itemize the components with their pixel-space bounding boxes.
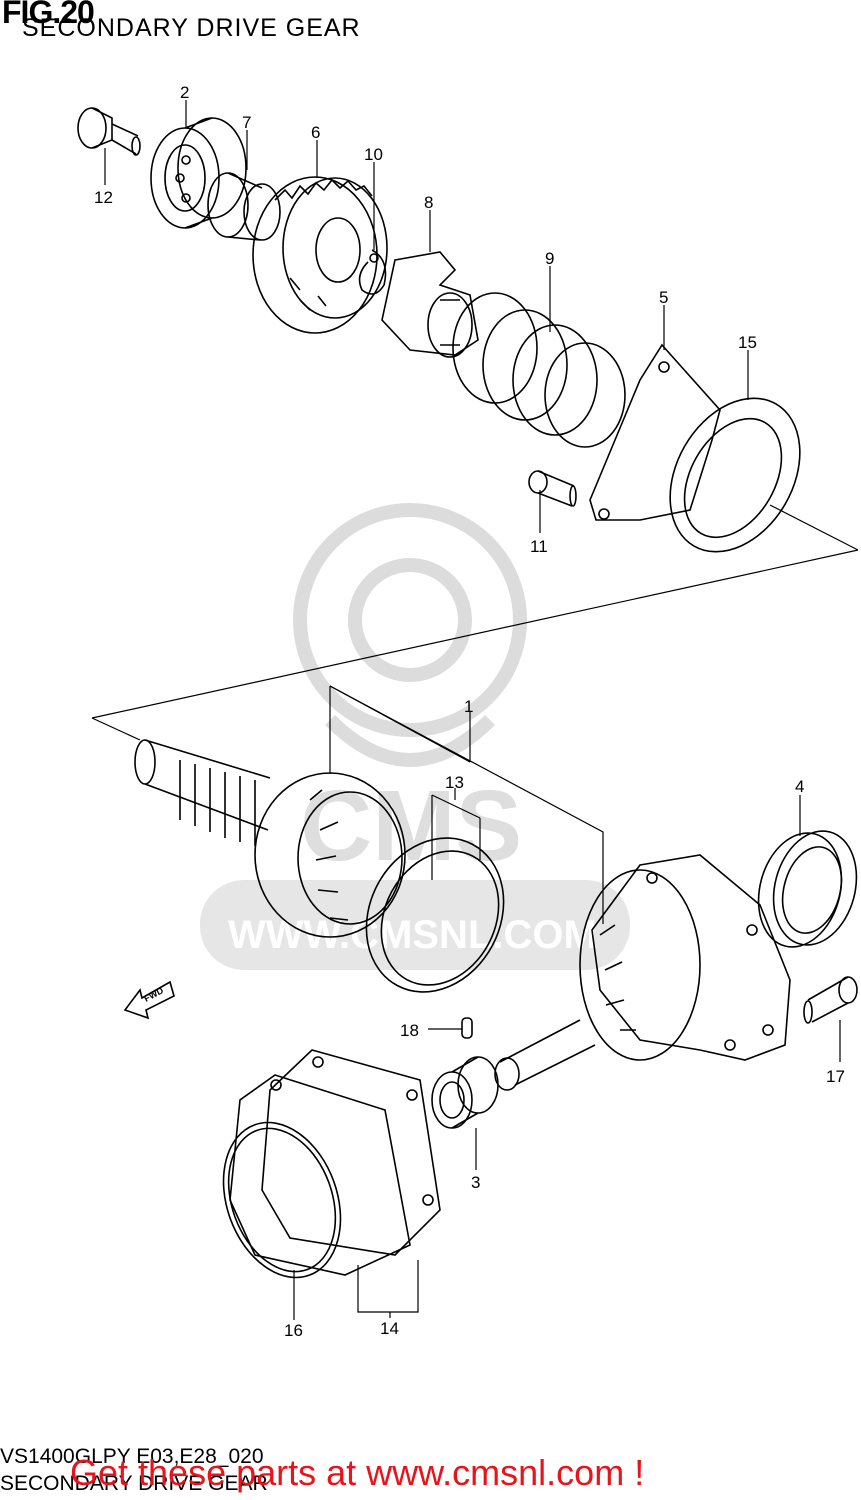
callout-18: 18	[400, 1021, 419, 1040]
part-8-cam[interactable]	[381, 251, 479, 358]
callout-12: 12	[94, 188, 113, 207]
part-11-bolt[interactable]	[528, 470, 577, 507]
callout-2: 2	[180, 83, 189, 102]
part-6-gear[interactable]	[252, 176, 388, 334]
figure-subtitle: SECONDARY DRIVE GEAR	[22, 14, 361, 42]
part-18-dowel-pin[interactable]	[461, 1017, 473, 1039]
fwd-arrow-icon: FWD	[123, 980, 175, 1020]
callout-9: 9	[545, 249, 554, 268]
callout-13: 13	[445, 773, 464, 792]
callout-6: 6	[311, 123, 320, 142]
part-9-spring[interactable]	[452, 292, 626, 448]
callout-labels: 1 2 3 4 5 6 7 8 9 10 11 12 13 14 15 16 1…	[94, 83, 845, 1340]
part-15-shim[interactable]	[644, 375, 826, 575]
fwd-label: FWD	[142, 985, 165, 1004]
part-driven-gear-housing[interactable]	[494, 854, 791, 1091]
part-2-bearing[interactable]	[150, 117, 247, 229]
part-10-circlip[interactable]	[358, 249, 387, 295]
callout-15: 15	[738, 333, 757, 352]
callout-10: 10	[364, 145, 383, 164]
callout-14: 14	[380, 1319, 399, 1338]
callout-16: 16	[284, 1321, 303, 1340]
part-5-plate[interactable]	[589, 343, 721, 521]
part-17-bolt[interactable]	[803, 976, 858, 1024]
callout-4: 4	[795, 777, 804, 796]
callout-11: 11	[530, 537, 548, 556]
callout-7: 7	[242, 113, 251, 132]
assembly-guide-lines	[91, 504, 859, 924]
footer-subtitle: SECONDARY DRIVE GEAR	[0, 1472, 268, 1495]
callout-1: 1	[464, 697, 473, 716]
callout-17: 17	[826, 1067, 845, 1086]
footer-model-code: VS1400GLPY E03,E28_020	[0, 1445, 264, 1468]
promo-link[interactable]: Get these parts at www.cmsnl.com !	[70, 1452, 645, 1493]
part-1-drive-gear-shaft[interactable]	[134, 739, 406, 938]
part-14-cover-gasket[interactable]	[229, 1049, 441, 1276]
part-16-o-ring[interactable]	[203, 1106, 361, 1294]
callout-3: 3	[471, 1173, 480, 1192]
callout-8: 8	[424, 193, 433, 212]
leader-lines	[104, 100, 841, 1320]
part-13-shim[interactable]	[340, 814, 530, 1016]
part-12-bolt[interactable]	[77, 107, 141, 156]
figure-title: FIG.20	[2, 0, 95, 30]
part-4-oil-seal[interactable]	[746, 822, 861, 957]
callout-5: 5	[659, 288, 668, 307]
part-3-needle-bearing[interactable]	[431, 1056, 499, 1129]
